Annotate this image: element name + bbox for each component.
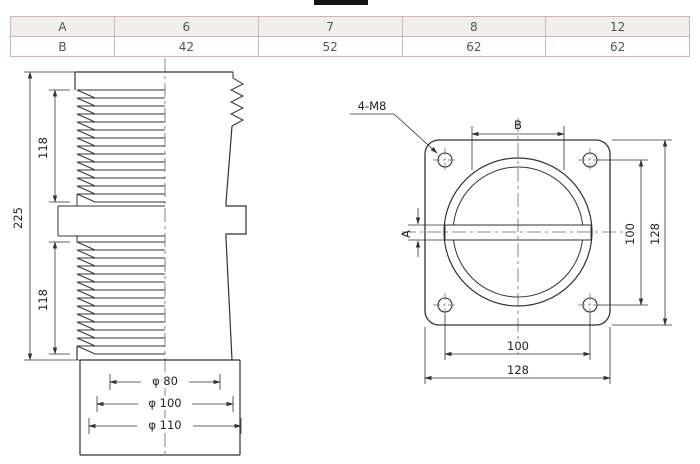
dim-dia-100-label: φ 100 bbox=[148, 396, 181, 410]
technical-drawing: 225 118 118 φ 80 φ 100 φ 110 bbox=[11, 58, 672, 457]
dim-right-100-label: 100 bbox=[623, 223, 637, 245]
dim-lower-section-label: 118 bbox=[36, 289, 50, 311]
row-b-label: B bbox=[10, 36, 115, 57]
label-mask bbox=[138, 396, 192, 410]
cropped-title-bar bbox=[314, 0, 368, 5]
side-view-outline bbox=[57, 71, 247, 456]
dim-a-label: A bbox=[399, 230, 413, 238]
row-a-value-1: 6 bbox=[114, 16, 259, 37]
row-a-label: A bbox=[10, 16, 115, 37]
dim-upper-section-label: 118 bbox=[36, 137, 50, 159]
row-b-value-2: 52 bbox=[257, 36, 403, 57]
spec-row-b: B 42 52 62 62 bbox=[10, 36, 690, 57]
row-b-value-3: 62 bbox=[401, 36, 547, 57]
row-b-value-4: 62 bbox=[545, 36, 690, 57]
dim-right-128-label: 128 bbox=[648, 223, 662, 245]
dim-dia-80-label: φ 80 bbox=[152, 374, 178, 388]
side-view: 225 118 118 φ 80 φ 100 φ 110 bbox=[11, 58, 247, 457]
bolt-callout-label: 4-M8 bbox=[358, 99, 387, 113]
dim-total-height-label: 225 bbox=[11, 207, 25, 229]
side-view-ribs-lower bbox=[76, 241, 166, 355]
label-mask bbox=[503, 339, 533, 352]
row-b-value-1: 42 bbox=[114, 36, 259, 57]
dim-bottom-100-label: 100 bbox=[507, 339, 529, 353]
label-mask bbox=[501, 363, 535, 376]
spec-row-a: A 6 7 8 12 bbox=[10, 16, 690, 37]
spec-table: A 6 7 8 12 B 42 52 62 62 bbox=[10, 16, 690, 57]
row-a-value-4: 12 bbox=[545, 16, 690, 37]
flange-outline bbox=[424, 139, 611, 326]
side-view-ribs-upper bbox=[76, 89, 166, 203]
label-mask bbox=[141, 374, 189, 388]
row-a-value-3: 8 bbox=[401, 16, 547, 37]
label-mask bbox=[137, 418, 193, 432]
front-view-dimension-lines bbox=[350, 113, 672, 384]
row-a-value-2: 7 bbox=[257, 16, 403, 37]
dim-b-label: B bbox=[514, 118, 522, 132]
dim-dia-110-label: φ 110 bbox=[148, 418, 181, 432]
dim-bottom-128-label: 128 bbox=[507, 363, 529, 377]
front-view: 4-M8 B A 100 128 100 128 bbox=[350, 99, 672, 384]
front-view-centerlines bbox=[402, 118, 632, 354]
side-view-dimension-lines bbox=[24, 71, 242, 434]
